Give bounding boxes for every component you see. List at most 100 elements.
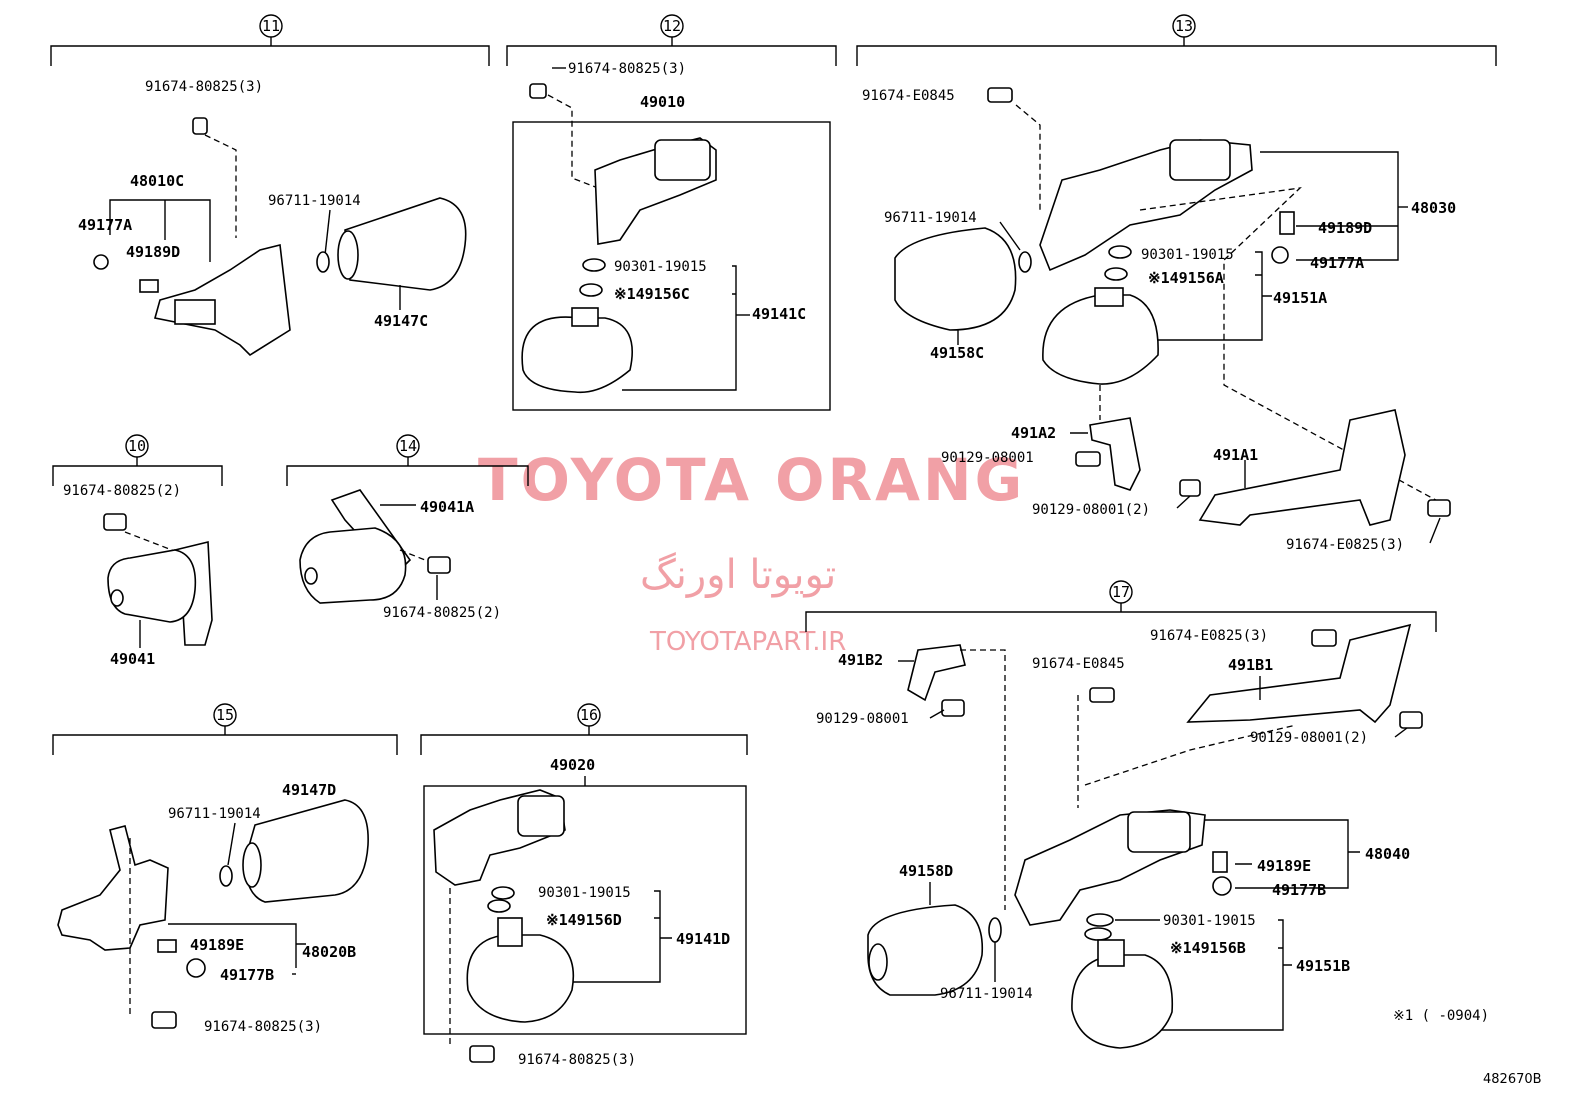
watermark-brand: TOYOTA ORANG xyxy=(478,446,1025,514)
group-10: 10 91674-80825(2) 49041 xyxy=(52,434,223,668)
label-g11-bolt: 91674-80825(3) xyxy=(145,79,263,95)
sphere-valve-icon xyxy=(1097,939,1125,967)
label-g12-bolt: 91674-80825(3) xyxy=(568,61,686,77)
bleeder-icon xyxy=(1212,851,1228,873)
group-number: 12 xyxy=(663,17,681,35)
group-17: 17 91674-E0825(3) 491B2 91674-E0845 491B… xyxy=(805,580,1437,1049)
accumulator-sphere-icon xyxy=(521,316,634,394)
bolt-icon xyxy=(151,1011,177,1029)
valve-cylinder-icon xyxy=(174,299,216,325)
label-g12-assy: 49010 xyxy=(640,93,685,111)
shaft-icon xyxy=(304,567,318,585)
label-g17-sphere: 49151B xyxy=(1296,957,1350,975)
watermark-brand-fa: تویوتا اورنگ xyxy=(640,552,836,598)
watermark-site: TOYOTAPART.IR xyxy=(649,627,846,657)
label-g17-b: 49177B xyxy=(1272,881,1326,899)
assembly-frame xyxy=(423,785,747,1035)
union-nut-icon xyxy=(1212,876,1232,896)
label-g11-filter: 49147C xyxy=(374,312,428,330)
group-number: 14 xyxy=(399,437,417,455)
label-g10-bolt: 91674-80825(2) xyxy=(63,483,181,499)
bolt-icon xyxy=(1089,687,1115,703)
valve-body-icon xyxy=(153,244,291,357)
valve-cylinder-icon xyxy=(654,139,711,181)
diagram-id: 482670B xyxy=(1483,1072,1542,1087)
filter-end-icon xyxy=(337,230,359,280)
valve-cylinder-icon xyxy=(1169,139,1231,181)
label-g13-assy: 48030 xyxy=(1411,199,1456,217)
shaft-icon xyxy=(110,589,124,607)
label-g13-br1: 491A1 xyxy=(1213,446,1258,464)
o-ring-icon xyxy=(1108,245,1132,259)
label-g17-assy: 48040 xyxy=(1365,845,1410,863)
o-ring-icon xyxy=(1086,913,1114,927)
label-g17-oring2: 90301-19015 xyxy=(1163,913,1256,929)
label-g17-oring: 96711-19014 xyxy=(940,986,1033,1002)
o-ring-icon xyxy=(582,258,606,272)
label-g13-sphere: 49151A xyxy=(1273,289,1327,307)
bracket-icon xyxy=(1198,409,1406,526)
bolt-icon xyxy=(1075,451,1101,467)
bolt-icon xyxy=(529,83,547,99)
label-g13-filter: 49158C xyxy=(930,344,984,362)
group-16: 16 49020 90301-19015 ※149156D 49141D 916… xyxy=(420,703,748,1068)
label-g17-bolt4: 90129-08001(2) xyxy=(1250,730,1368,746)
label-g17-br1: 491B1 xyxy=(1228,656,1273,674)
sphere-valve-icon xyxy=(1094,287,1124,307)
label-g10-assy: 49041 xyxy=(110,650,155,668)
o-ring-icon xyxy=(487,899,511,913)
label-g16-assy: 49020 xyxy=(550,756,595,774)
filter-cylinder-icon xyxy=(244,799,369,903)
label-g11-b: 49189D xyxy=(126,243,180,261)
bleeder-icon xyxy=(1279,211,1295,235)
union-nut-icon xyxy=(93,254,109,270)
accumulator-sphere-icon xyxy=(1071,954,1174,1049)
label-g14-bolt: 91674-80825(2) xyxy=(383,605,501,621)
bolt-icon xyxy=(987,87,1013,103)
label-g17-br2: 491B2 xyxy=(838,651,883,669)
filter-cylinder-icon xyxy=(894,227,1017,331)
group-number: 17 xyxy=(1112,583,1130,601)
bracket-icon xyxy=(1186,623,1412,724)
label-g15-b: 49177B xyxy=(220,966,274,984)
accumulator-sphere-icon xyxy=(1042,294,1159,385)
filter-end-icon xyxy=(868,943,888,981)
union-nut-icon xyxy=(186,958,206,978)
group-12: 12 91674-80825(3) 49010 90301-19015 ※149… xyxy=(506,14,837,411)
label-g13-mark: ※149156A xyxy=(1148,269,1224,287)
label-g16-sphere: 49141D xyxy=(676,930,730,948)
sphere-valve-icon xyxy=(571,307,599,327)
bracket-icon xyxy=(907,644,966,702)
group-11: 11 91674-80825(3) 48010C 49177A 49189D 9… xyxy=(50,14,490,357)
label-g11-oring: 96711-19014 xyxy=(268,193,361,209)
label-g11-assy: 48010C xyxy=(130,172,184,190)
label-g14-br: 49041A xyxy=(420,498,474,516)
bolt-icon xyxy=(427,556,451,574)
bracket-icon xyxy=(1089,417,1141,491)
motor-cylinder-icon xyxy=(299,527,407,604)
union-nut-icon xyxy=(1271,246,1289,264)
label-g17-e: 49189E xyxy=(1257,857,1311,875)
group-number: 10 xyxy=(128,437,146,455)
valve-cylinder-icon xyxy=(517,795,565,837)
label-g15-e: 49189E xyxy=(190,936,244,954)
bolt-icon xyxy=(1311,629,1337,647)
sphere-valve-icon xyxy=(497,917,523,947)
label-g13-b: 49189D xyxy=(1318,219,1372,237)
label-g13-br2: 491A2 xyxy=(1011,424,1056,442)
label-g17-bolt2: 91674-E0845 xyxy=(1032,656,1125,672)
group-number: 13 xyxy=(1175,17,1193,35)
o-ring-icon xyxy=(1018,251,1032,273)
bolt-icon xyxy=(103,513,127,531)
bleeder-icon xyxy=(157,939,177,953)
label-g17-mark: ※149156B xyxy=(1170,939,1246,957)
o-ring-icon xyxy=(579,283,603,297)
filter-cylinder-icon xyxy=(344,197,467,291)
o-ring-icon xyxy=(1104,267,1128,281)
bolt-icon xyxy=(1399,711,1423,729)
valve-cylinder-icon xyxy=(1127,811,1191,853)
label-g11-a: 49177A xyxy=(78,216,132,234)
label-g13-bolt: 91674-E0845 xyxy=(862,88,955,104)
label-g15-assy: 48020B xyxy=(302,943,356,961)
